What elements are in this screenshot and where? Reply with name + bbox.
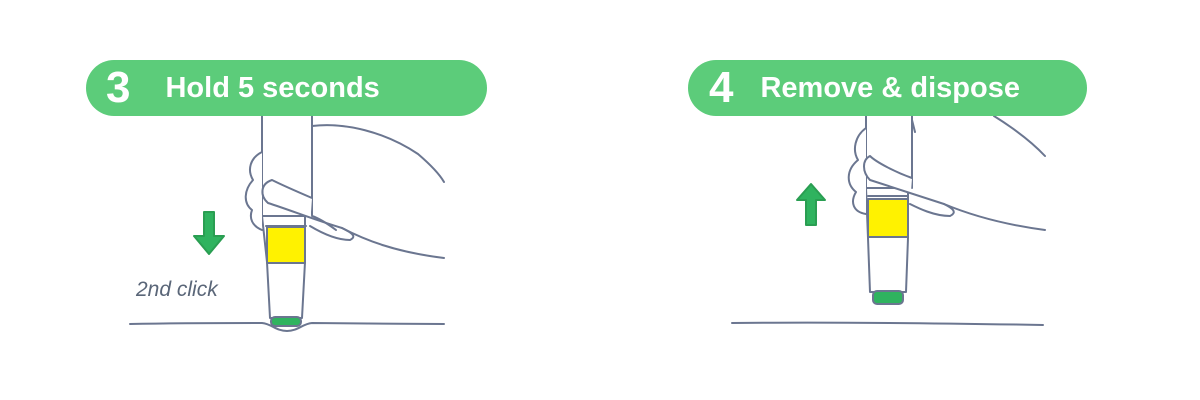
click-note: 2nd click	[136, 278, 218, 301]
pen-window	[266, 226, 306, 264]
step-4-illustration	[731, 115, 1046, 326]
step-number: 4	[709, 63, 734, 112]
pen-window	[867, 198, 909, 238]
hand	[311, 124, 445, 183]
step-title: Remove & dispose	[760, 71, 1020, 104]
step-number: 3	[106, 63, 131, 112]
step-title: Hold 5 seconds	[165, 71, 380, 104]
arrow-down-icon	[193, 211, 225, 255]
pen-tip	[872, 290, 904, 305]
step-3-header: 3 Hold 5 seconds	[86, 60, 487, 116]
step-4-header: 4 Remove & dispose	[688, 60, 1087, 116]
skin-line	[731, 321, 1044, 326]
step-3-illustration	[129, 115, 445, 332]
arrow-up-icon	[796, 183, 826, 226]
skin-line	[129, 322, 445, 332]
hand	[911, 119, 916, 133]
pen-tip	[270, 316, 302, 327]
